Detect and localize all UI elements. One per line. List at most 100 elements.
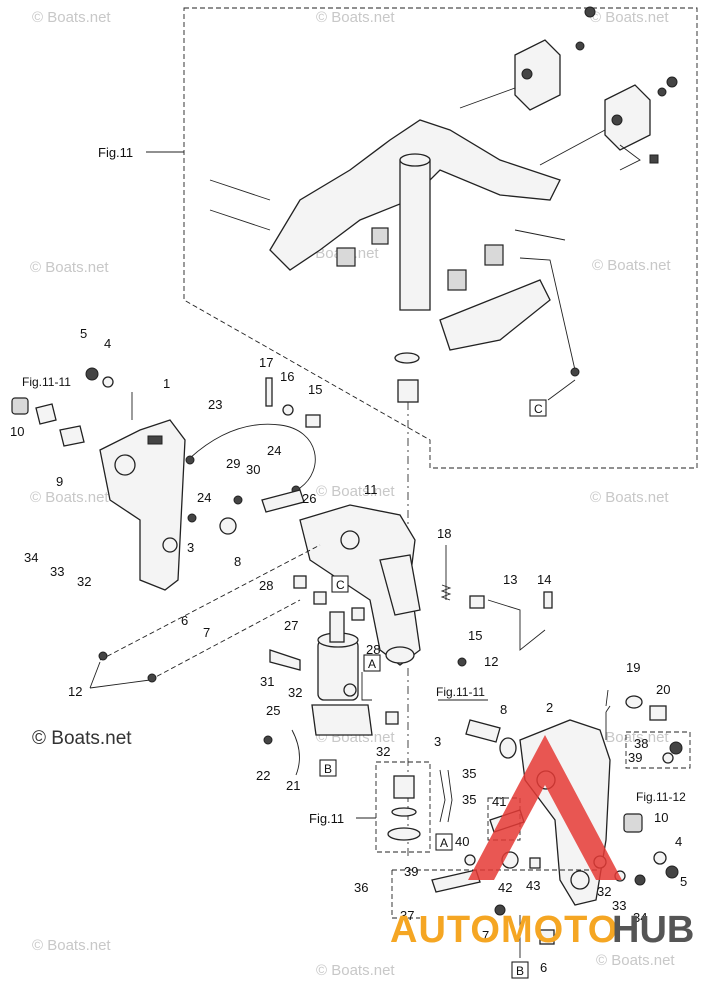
callout: 35 [462, 766, 476, 781]
steering-shaft [399, 159, 431, 311]
callout: 1 [163, 376, 170, 391]
callout: 8 [234, 554, 241, 569]
box-letter-C-top [529, 399, 547, 417]
callout: 7 [482, 928, 489, 943]
callout: 40 [455, 834, 469, 849]
callout: 18 [437, 526, 451, 541]
part-10-left-knob [11, 397, 29, 415]
callout: 6 [181, 613, 188, 628]
box-letter-B-bottom [511, 961, 529, 979]
callout: 34 [24, 550, 38, 565]
watermark: © Boats.net [30, 259, 109, 276]
fig-ref-11-12: Fig.11-12 [636, 790, 686, 804]
callout: 8 [500, 702, 507, 717]
callout: 32 [597, 884, 611, 899]
callout: 39 [628, 750, 642, 765]
callout: 32 [376, 744, 390, 759]
callout: 24 [267, 443, 281, 458]
watermark-main: © Boats.net [32, 728, 132, 749]
callout: 3 [434, 734, 441, 749]
callout: 2 [546, 700, 553, 715]
callout: 21 [286, 778, 300, 793]
callout: 11 [364, 482, 378, 497]
clamp-bracket-left [99, 419, 186, 591]
box-letter-A-bottom-text: A [440, 836, 448, 850]
watermark: © Boats.net [590, 729, 669, 746]
watermark: © Boats.net [32, 9, 111, 26]
logo-text-hub: HUB [612, 909, 694, 951]
automotohub-logo: AUTOMOTO HUB [390, 735, 694, 951]
callout: 6 [540, 960, 547, 975]
upper-steering-assembly [209, 6, 678, 403]
swivel-bracket-11 [299, 504, 421, 666]
callout: 15 [308, 382, 322, 397]
fig11-bottom-box [375, 761, 431, 853]
watermark: © Boats.net [316, 962, 395, 979]
callout: 5 [80, 326, 87, 341]
callout: 35 [462, 792, 476, 807]
callout: 4 [675, 834, 682, 849]
callout: 12 [484, 654, 498, 669]
box-letter-C-mid-text: C [336, 578, 345, 592]
watermark: © Boats.net [590, 9, 669, 26]
callout: 22 [256, 768, 270, 783]
logo-text-main: AUTOMOTO [390, 909, 618, 951]
callout: 20 [656, 682, 670, 697]
box-letter-B-bottom-text: B [516, 964, 524, 978]
callout-numbers: 1 2 3 3 4 4 5 5 6 6 7 7 8 8 9 10 10 11 1… [10, 326, 687, 975]
callout: 5 [680, 874, 687, 889]
callout: 10 [654, 810, 668, 825]
callout: 33 [50, 564, 64, 579]
box-letter-C-top-text: C [534, 402, 543, 416]
callout: 42 [498, 880, 512, 895]
logo-mark-icon [468, 735, 622, 880]
callout: 17 [259, 355, 273, 370]
callout: 27 [284, 618, 298, 633]
watermarks: © Boats.net © Boats.net © Boats.net © Bo… [30, 9, 675, 979]
callout: 15 [468, 628, 482, 643]
watermark: © Boats.net [592, 257, 671, 274]
callout: 13 [503, 572, 517, 587]
fig-ref-bottom: Fig.11 [309, 811, 344, 826]
callout: 26 [302, 491, 316, 506]
lower-bracket-upper-region [439, 279, 551, 351]
tilt-cylinder-25 [311, 611, 373, 736]
clamp-bracket-1 [99, 419, 186, 591]
part-10-right-knob [623, 813, 643, 833]
watermark: © Boats.net [316, 9, 395, 26]
watermark: © Boats.net [596, 952, 675, 969]
watermark: © Boats.net [316, 483, 395, 500]
callout: 31 [260, 674, 274, 689]
callout: 28 [259, 578, 273, 593]
fig-ref-11-11-mid: Fig.11-11 [436, 685, 485, 699]
callout: 38 [634, 736, 648, 751]
box-letter-A-mid-text: A [368, 657, 376, 671]
watermark: © Boats.net [30, 489, 109, 506]
callout: 43 [526, 878, 540, 893]
fig-ref-top: Fig.11 [98, 145, 133, 160]
pin-30 [261, 489, 305, 513]
callout: 28 [366, 642, 380, 657]
callout: 3 [187, 540, 194, 555]
mount-upper-right [604, 84, 651, 151]
callout: 10 [10, 424, 24, 439]
callout: 19 [626, 660, 640, 675]
callout: 30 [246, 462, 260, 477]
callout: 23 [208, 397, 222, 412]
cable-23 [189, 423, 316, 489]
callout: 41 [492, 794, 506, 809]
callout: 9 [56, 474, 63, 489]
callout: 39 [404, 864, 418, 879]
watermark: © Boats.net [32, 937, 111, 954]
callout: 29 [226, 456, 240, 471]
callout: 16 [280, 369, 294, 384]
callout: 7 [203, 625, 210, 640]
watermark: © Boats.net [590, 489, 669, 506]
fig-ref-11-11-left: Fig.11-11 [22, 375, 71, 389]
box-letter-A-mid [363, 654, 381, 672]
callout: 32 [77, 574, 91, 589]
callout: 14 [537, 572, 551, 587]
callout: 25 [266, 703, 280, 718]
callout: 4 [104, 336, 111, 351]
